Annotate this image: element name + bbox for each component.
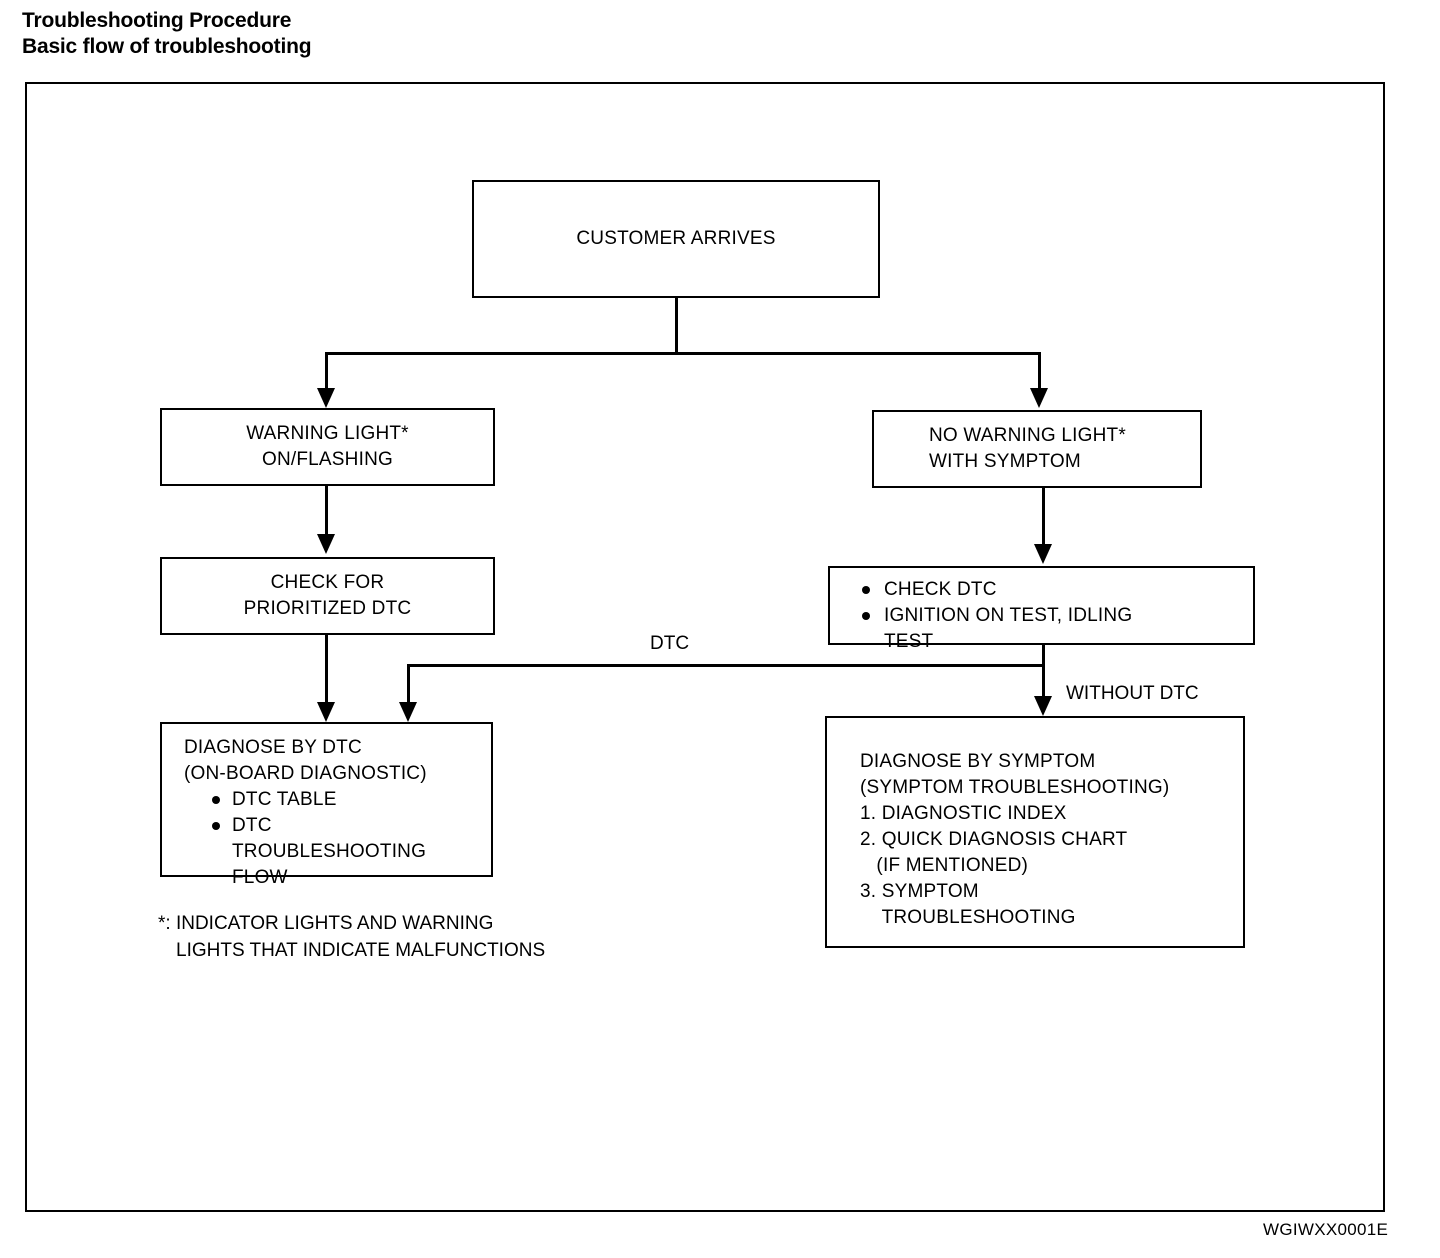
- connector-check-dtc-down: [1042, 645, 1045, 667]
- connector-split-right-drop: [1038, 352, 1041, 390]
- connector-customer-to-split: [675, 298, 678, 354]
- node-check-dtc-bullet-2: IGNITION ON TEST, IDLING: [854, 603, 1132, 629]
- edge-label-dtc: DTC: [650, 633, 690, 654]
- node-customer-arrives: CUSTOMER ARRIVES: [472, 180, 880, 298]
- arrowhead-to-check-dtc-tests: [1034, 544, 1052, 564]
- node-diagnose-symptom-item-3: 3. SYMPTOM: [860, 881, 979, 902]
- node-diagnose-dtc-subtitle: (ON-BOARD DIAGNOSTIC): [184, 763, 427, 784]
- node-diagnose-symptom-item-2-continuation: (IF MENTIONED): [860, 855, 1029, 876]
- node-diagnose-dtc-title: DIAGNOSE BY DTC: [184, 737, 362, 758]
- page-title: Troubleshooting Procedure Basic flow of …: [22, 8, 312, 60]
- node-check-prioritized-line-1: CHECK FOR: [270, 572, 385, 593]
- node-diagnose-symptom-title: DIAGNOSE BY SYMPTOM: [860, 751, 1096, 772]
- connector-without-dtc-drop: [1042, 664, 1045, 698]
- node-no-warning-light-line-2: WITH SYMPTOM: [929, 451, 1081, 472]
- diagram-frame: [25, 82, 1385, 1212]
- document-code: WGIWXX0001E: [1263, 1220, 1389, 1239]
- connector-dtc-branch-horizontal: [407, 664, 1045, 667]
- node-diagnose-by-dtc: DIAGNOSE BY DTC (ON-BOARD DIAGNOSTIC) DT…: [160, 722, 493, 888]
- node-check-dtc-tests: CHECK DTC IGNITION ON TEST, IDLING TEST: [828, 566, 1255, 652]
- connector-split-left-drop: [325, 352, 328, 390]
- node-warning-light-line-1: WARNING LIGHT*: [246, 423, 409, 444]
- bullet-dot-icon: [212, 796, 220, 804]
- footnote-line-2: LIGHTS THAT INDICATE MALFUNCTIONS: [176, 940, 546, 961]
- page-title-line-1: Troubleshooting Procedure: [22, 9, 292, 32]
- node-warning-light-line-2: ON/FLASHING: [261, 449, 393, 470]
- node-check-dtc-bullet-1: CHECK DTC: [854, 577, 1132, 603]
- node-diagnose-symptom-item-3-continuation: TROUBLESHOOTING: [860, 907, 1076, 928]
- footnote-line-1: *: INDICATOR LIGHTS AND WARNING: [158, 913, 494, 934]
- node-diagnose-by-symptom: DIAGNOSE BY SYMPTOM (SYMPTOM TROUBLESHOO…: [825, 716, 1245, 948]
- arrowhead-to-diagnose-by-symptom: [1034, 696, 1052, 716]
- connector-check-prioritized-to-diagnose: [325, 635, 328, 704]
- bullet-dot-icon: [212, 822, 220, 830]
- connector-no-warning-to-check-dtc: [1042, 488, 1045, 546]
- node-diagnose-dtc-bullet-2-continuation-2: FLOW: [232, 867, 288, 888]
- node-customer-arrives-label: CUSTOMER ARRIVES: [576, 228, 776, 249]
- arrowhead-to-check-prioritized-dtc: [317, 534, 335, 554]
- bullet-dot-icon: [862, 586, 870, 594]
- node-diagnose-dtc-bullet-2: DTC: [184, 813, 427, 839]
- node-no-warning-light-line-1: NO WARNING LIGHT*: [929, 425, 1126, 446]
- node-diagnose-dtc-bullet-1: DTC TABLE: [184, 787, 427, 813]
- arrowhead-to-warning-light: [317, 388, 335, 408]
- node-diagnose-symptom-item-2: 2. QUICK DIAGNOSIS CHART: [860, 829, 1128, 850]
- node-warning-light-on-flashing: WARNING LIGHT* ON/FLASHING: [160, 408, 495, 486]
- node-check-for-prioritized-dtc: CHECK FOR PRIORITIZED DTC: [160, 557, 495, 635]
- connector-warning-to-check-prioritized: [325, 486, 328, 536]
- bullet-dot-icon: [862, 612, 870, 620]
- edge-label-without-dtc: WITHOUT DTC: [1066, 683, 1199, 704]
- node-no-warning-light-with-symptom: NO WARNING LIGHT* WITH SYMPTOM: [872, 410, 1202, 488]
- arrowhead-to-no-warning-light: [1030, 388, 1048, 408]
- page-title-line-2: Basic flow of troubleshooting: [22, 35, 312, 58]
- node-diagnose-symptom-item-1: 1. DIAGNOSTIC INDEX: [860, 803, 1067, 824]
- connector-dtc-branch-left-drop: [407, 664, 410, 704]
- node-diagnose-dtc-bullet-2-continuation-1: TROUBLESHOOTING: [232, 841, 427, 862]
- connector-split-bar: [325, 352, 1041, 355]
- node-check-dtc-bullet-2-continuation: TEST: [884, 631, 934, 652]
- arrowhead-to-diagnose-by-dtc: [317, 702, 335, 722]
- node-diagnose-symptom-subtitle: (SYMPTOM TROUBLESHOOTING): [860, 777, 1170, 798]
- node-check-prioritized-line-2: PRIORITIZED DTC: [243, 598, 412, 619]
- footnote-asterisk-note: *: INDICATOR LIGHTS AND WARNING LIGHTS T…: [158, 910, 545, 964]
- arrowhead-dtc-to-diagnose-by-dtc: [399, 702, 417, 722]
